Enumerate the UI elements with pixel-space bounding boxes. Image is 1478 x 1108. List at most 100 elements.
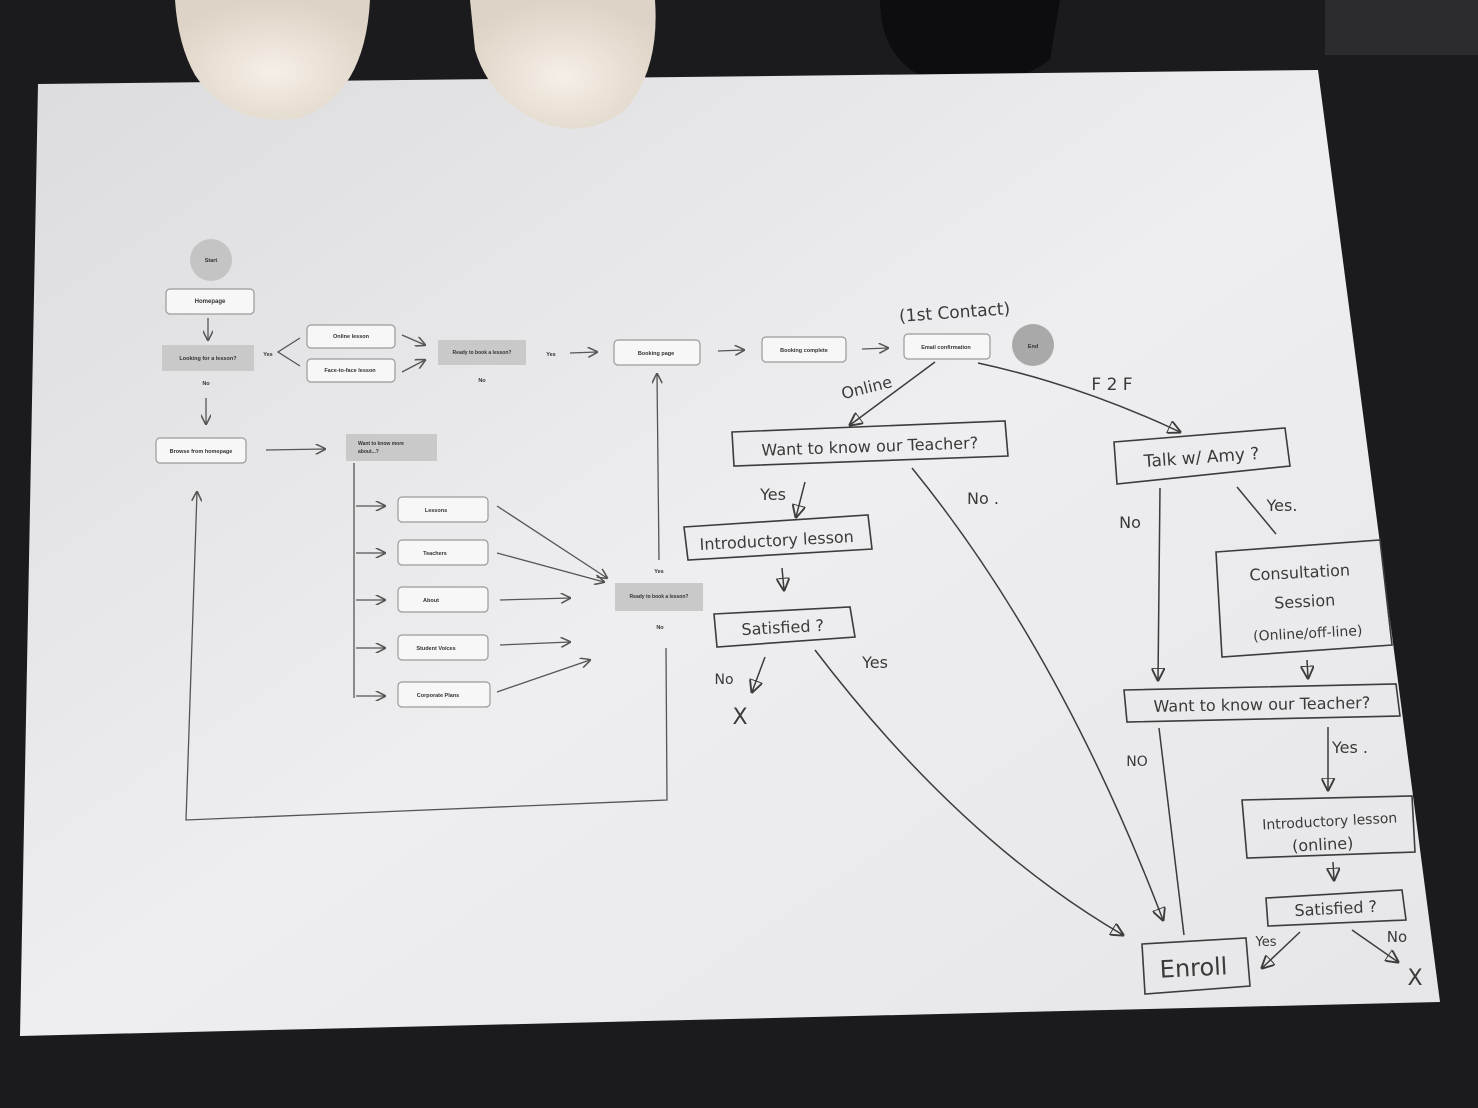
booking-complete-node [761, 336, 847, 363]
browse-node [155, 437, 247, 464]
homepage-node [165, 288, 255, 315]
arrow-f2f-to-ready [401, 360, 425, 373]
cat-paw-right [470, 0, 656, 129]
arrow-ready-yes-to-booking [657, 374, 659, 561]
student-voices-node [397, 634, 489, 661]
about-label: About [423, 598, 439, 604]
online-lesson-label: Online lesson [333, 334, 370, 340]
no-c-label: No [1119, 513, 1141, 532]
hw-arrow-satisfied-right-no [1351, 929, 1398, 962]
hw-arrow-satisfied-no [752, 656, 766, 692]
want-know-decision [346, 434, 437, 461]
arrow-online-to-ready [401, 334, 425, 345]
ready-bottom-label: Ready to book a lesson? [630, 594, 689, 600]
f2f-lesson-label: Face-to-face lesson [324, 368, 376, 374]
satisfied-box-right [1265, 889, 1407, 927]
ready-top-no-label: No [478, 378, 486, 384]
hw-arrow-yes-to-intro [796, 481, 806, 517]
homepage-label: Homepage [195, 299, 226, 305]
want-teacher-box-left [731, 420, 1009, 467]
x-mark-right: X [1407, 966, 1422, 991]
looking-decision [162, 345, 254, 371]
ready-top-label: Ready to book a lesson? [453, 350, 512, 356]
yes-branch-lines [276, 337, 301, 367]
hw-line-want-no-to-enroll [1158, 727, 1185, 936]
looking-yes-label: Yes [263, 352, 272, 358]
paper-sheet [20, 70, 1440, 1036]
looking-no-label: No [202, 381, 210, 387]
hw-arrow-online [850, 361, 936, 425]
corporate-label: Corporate Plans [417, 693, 459, 699]
arrow-booking-to-complete [717, 350, 744, 351]
hw-arrow-satisfied-yes-to-enroll [814, 649, 1123, 935]
hw-arrow-satisfied-right-yes [1262, 931, 1301, 968]
intro-right-label-line1: Introductory lesson [1262, 810, 1398, 833]
hw-arrow-amy-no [1158, 487, 1160, 680]
arrow-about-to-ready [499, 598, 570, 600]
consultation-label-line3: (Online/off-line) [1253, 623, 1363, 645]
email-confirmation-node [903, 333, 991, 360]
intro-right-label-line2: (online) [1292, 833, 1354, 855]
browse-label: Browse from homepage [170, 449, 233, 455]
ready-decision-bottom [615, 583, 703, 611]
dark-bag-shape [880, 0, 1060, 85]
hw-arrow-consult-to-want [1307, 659, 1308, 678]
yes-e-label: Yes [1255, 935, 1277, 950]
ready-top-yes-label: Yes [546, 352, 555, 358]
hw-arrow-intro-to-satisfied [782, 567, 784, 590]
arrow-complete-to-email [861, 348, 888, 349]
f2f-branch-label: F 2 F [1091, 375, 1132, 395]
consultation-label-line2: Session [1274, 590, 1336, 612]
ready-decision-top [438, 340, 526, 365]
end-node [1012, 324, 1054, 366]
teachers-node [397, 539, 489, 566]
satisfied-right-label: Satisfied ? [1294, 897, 1378, 920]
lessons-label: Lessons [425, 508, 447, 514]
arrow-lessons-to-ready [496, 505, 607, 578]
hw-arrow-f2f [977, 362, 1180, 432]
no-a-label: No . [967, 489, 999, 508]
start-node [190, 239, 232, 281]
online-lesson-node [306, 324, 396, 349]
ready-bottom-yes-label: Yes [654, 569, 663, 575]
student-voices-label: Student Voices [416, 646, 455, 652]
yes-d-label: Yes . [1331, 738, 1368, 757]
intro-lesson-box-right [1241, 795, 1416, 859]
loop-no-back-to-browse [185, 492, 668, 821]
want-know-label-line1: Want to know more [358, 441, 404, 447]
background-object [1325, 0, 1478, 55]
teachers-label: Teachers [423, 551, 447, 557]
consultation-box [1215, 539, 1393, 658]
email-confirmation-label: Email confirmation [921, 345, 971, 351]
printed-flowchart: Start Homepage Looking for a lesson? Yes… [155, 239, 1054, 821]
ready-bottom-no-label: No [656, 625, 664, 631]
hw-line-amy-yes [1236, 486, 1277, 535]
arrow-teachers-to-ready [496, 552, 604, 582]
no-e-label: No [1387, 928, 1407, 946]
want-teacher-right-label: Want to know our Teacher? [1153, 693, 1370, 716]
f2f-lesson-node [306, 358, 396, 383]
want-know-label-line2: about...? [358, 449, 379, 455]
yes-b-label: Yes [861, 653, 888, 672]
satisfied-left-label: Satisfied ? [741, 616, 825, 639]
no-d-label: NO [1126, 754, 1148, 770]
yes-a-label: Yes [759, 485, 786, 504]
enroll-box [1141, 937, 1251, 995]
cat-paw-left [175, 0, 370, 120]
satisfied-box-left [713, 606, 856, 648]
arrow-corporate-to-ready [496, 660, 590, 693]
hw-arrow-intro-to-satisfied-right [1333, 861, 1334, 880]
hw-arrow-no-to-enroll [911, 467, 1163, 920]
intro-lesson-box-left [683, 514, 873, 561]
booking-page-label: Booking page [638, 351, 674, 357]
arrow-voices-to-ready [499, 642, 570, 645]
arrow-browse-to-want [265, 449, 325, 450]
arrow-yes-to-booking [569, 352, 597, 353]
want-teacher-box-right [1123, 683, 1401, 723]
enroll-label: Enroll [1159, 952, 1228, 984]
start-label: Start [205, 258, 218, 264]
yes-c-label: Yes. [1266, 496, 1298, 515]
end-label: End [1028, 344, 1038, 350]
no-b-label: No [714, 672, 733, 688]
